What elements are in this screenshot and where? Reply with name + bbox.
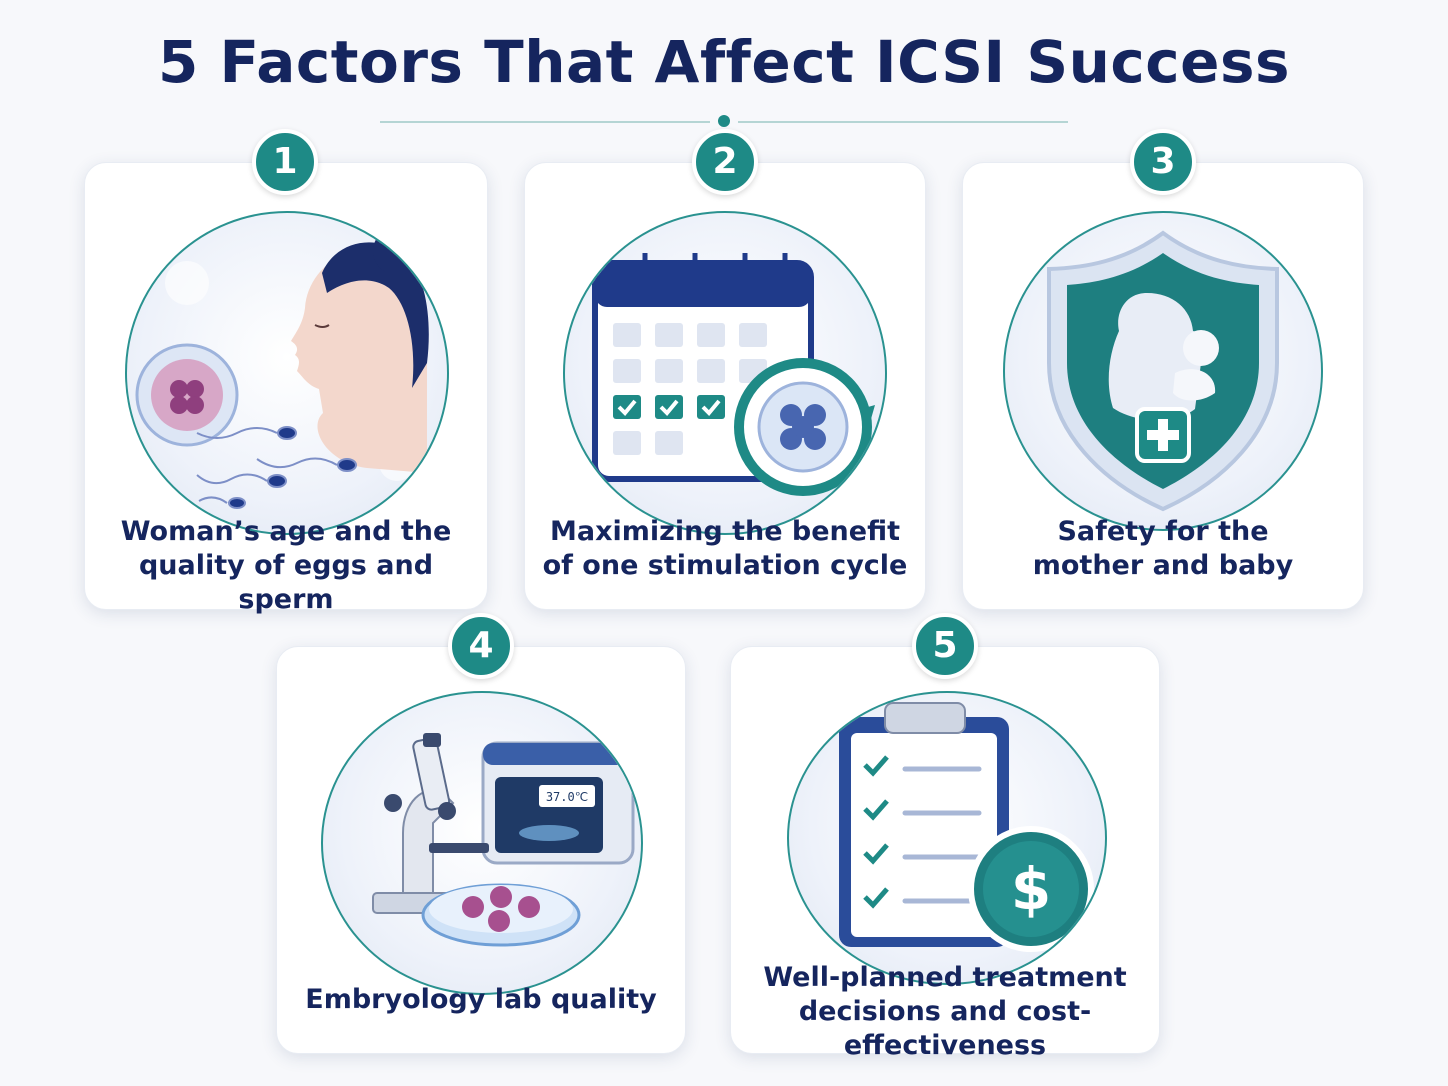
- factor-number-badge-3: 3: [1130, 129, 1196, 195]
- factor-label-3-line1: Safety for the: [1057, 516, 1269, 547]
- factor-number-badge-1: 1: [252, 129, 318, 195]
- dollar-symbol: $: [1011, 855, 1051, 923]
- factor-label-4: Embryology lab quality: [287, 983, 675, 1017]
- factor-label-1-line1: Woman’s age and the: [120, 516, 452, 547]
- factor-label-2-line2: of one stimulation cycle: [542, 550, 908, 581]
- factor-label-1: Woman’s age and the quality of eggs and …: [95, 515, 477, 617]
- factor-card-5: $ 5 Well-planned treatment decisions and…: [730, 613, 1160, 1061]
- factor-card-1: 1 Woman’s age and the quality of eggs an…: [84, 129, 488, 615]
- factor-card-4: 37.0℃ 4 Embryology lab quality: [276, 613, 686, 1054]
- page-title: 5 Factors That Affect ICSI Success: [157, 28, 1291, 96]
- calendar-cycle-icon: [592, 253, 875, 496]
- factor-label-5-line2: decisions and cost-effectiveness: [798, 996, 1092, 1061]
- clipboard-dollar-icon: $: [839, 702, 1094, 952]
- factor-illustration-3: [1003, 211, 1323, 531]
- woman-egg-sperm-icon: [135, 227, 429, 509]
- title-divider: [380, 115, 1068, 127]
- factor-illustration-1: [125, 211, 449, 535]
- factor-number-badge-4: 4: [448, 613, 514, 679]
- factor-label-2-line1: Maximizing the benefit: [550, 516, 900, 547]
- microscope-incubator-icon: 37.0℃: [372, 733, 635, 947]
- factor-illustration-2: [563, 211, 887, 535]
- factor-label-3-line2: mother and baby: [1032, 550, 1294, 581]
- factor-label-3: Safety for the mother and baby: [973, 515, 1353, 583]
- factor-number-badge-2: 2: [692, 129, 758, 195]
- factor-card-2: 2 Maximizing the benefit of one stimulat…: [524, 129, 926, 610]
- factor-illustration-4: 37.0℃: [321, 691, 643, 995]
- factor-label-4-line1: Embryology lab quality: [305, 984, 657, 1015]
- factor-label-2: Maximizing the benefit of one stimulatio…: [535, 515, 915, 583]
- shield-mother-baby-icon: [1047, 230, 1279, 512]
- factor-number-badge-5: 5: [912, 613, 978, 679]
- incubator-temperature-display: 37.0℃: [546, 790, 588, 804]
- factor-label-5: Well-planned treatment decisions and cos…: [737, 961, 1153, 1063]
- factor-label-5-line1: Well-planned treatment: [763, 962, 1127, 993]
- factor-card-3: 3 Safety for the mother and baby: [962, 129, 1364, 610]
- factor-label-1-line2: quality of eggs and sperm: [138, 550, 434, 615]
- factor-illustration-5: $: [787, 691, 1107, 985]
